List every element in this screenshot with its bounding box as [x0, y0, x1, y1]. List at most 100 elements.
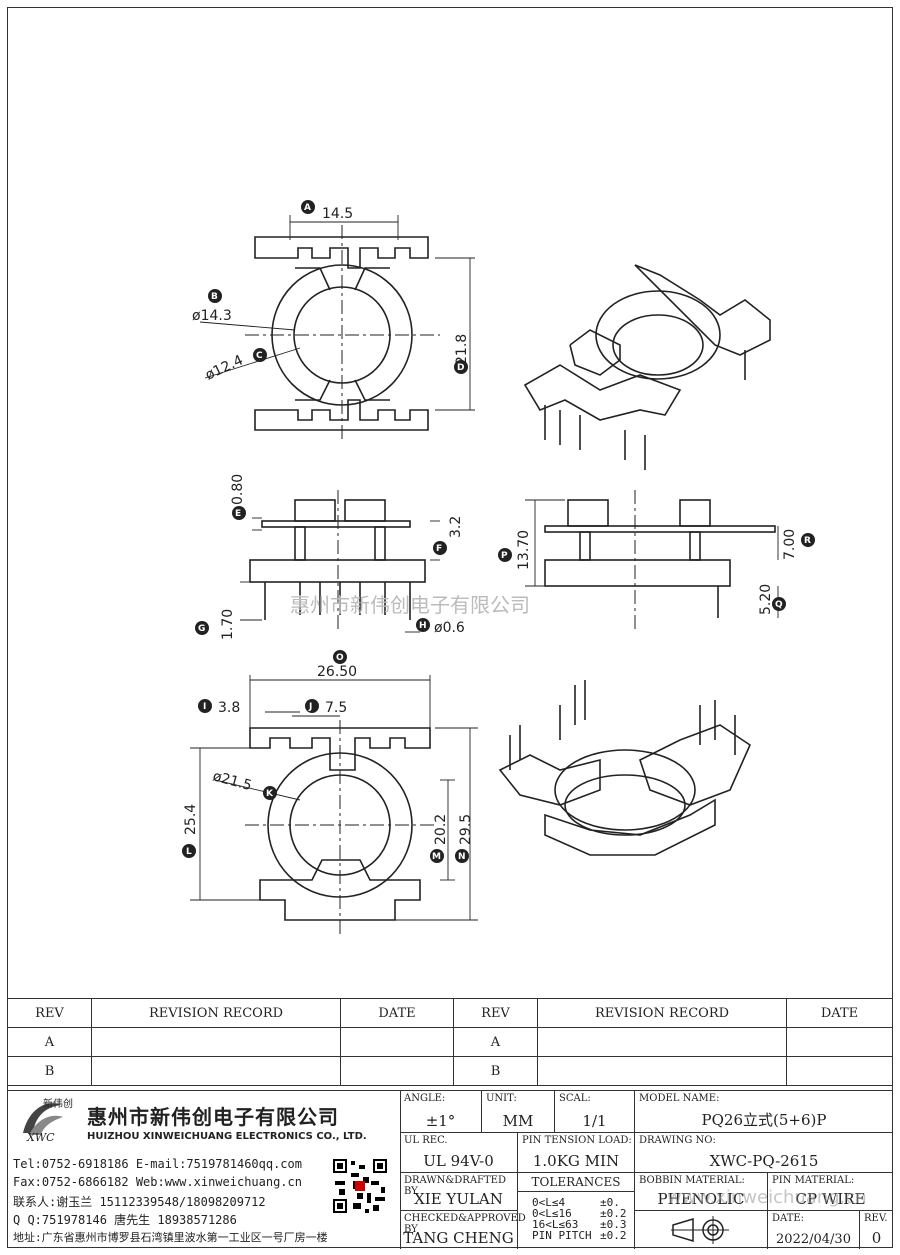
svg-text:20.2: 20.2: [433, 814, 449, 845]
angle-cell: ANGLE: ±1°: [400, 1091, 482, 1133]
company-name-cn: 惠州市新伟创电子有限公司: [87, 1105, 339, 1129]
drawn-label: DRAWN&DRAFTED BY: [404, 1175, 506, 1197]
checked-value: TANG CHENG: [403, 1229, 514, 1247]
checked-cell: CHECKED&APPROVED BY TANG CHENG: [400, 1211, 526, 1249]
date-header: DATE: [786, 998, 893, 1028]
angle-label: ANGLE:: [404, 1093, 446, 1104]
svg-text:P: P: [501, 551, 508, 561]
unit-cell: UNIT: MM: [482, 1091, 555, 1133]
svg-text:A: A: [304, 203, 311, 213]
model-label: MODEL NAME:: [639, 1093, 720, 1104]
tolerance-row: PIN PITCH±0.2: [532, 1229, 627, 1242]
title-block: 新伟创 XWC 惠州市新伟创电子有限公司 HUIZHOU XINWEICHUAN…: [7, 1090, 893, 1249]
tolerance-row: 0<L≤4±0.: [532, 1196, 620, 1209]
svg-text:26.50: 26.50: [317, 664, 357, 680]
contact: 联系人:谢玉兰 15112339548/18098209712: [13, 1195, 266, 1209]
svg-text:0.80: 0.80: [230, 474, 246, 505]
checked-label: CHECKED&APPROVED BY: [404, 1213, 526, 1235]
address: 地址:广东省惠州市博罗县石湾镇里波水第一工业区一号厂房一楼: [13, 1231, 328, 1244]
pin-label: PIN MATERIAL:: [772, 1175, 855, 1186]
logo-en-text: XWC: [27, 1131, 55, 1144]
revision-table: REV REVISION RECORD DATE REV REVISION RE…: [7, 998, 893, 1086]
svg-text:N: N: [458, 852, 466, 862]
svg-text:3.2: 3.2: [448, 516, 464, 538]
revision-record-header: REVISION RECORD: [537, 998, 787, 1028]
svg-text:7.00: 7.00: [782, 529, 798, 560]
svg-text:C: C: [256, 351, 263, 361]
rev-value: 0: [871, 1229, 882, 1247]
side-view-right: [544, 490, 776, 630]
date-cell: [786, 1027, 893, 1057]
tolerances-cell: TOLERANCES 0<L≤4±0. 0<L≤16±0.2 16<L≤63±0…: [518, 1173, 635, 1249]
svg-text:J: J: [308, 702, 312, 712]
rev-cell: A: [453, 1027, 538, 1057]
svg-text:3.8: 3.8: [218, 700, 240, 716]
record-cell: [537, 1056, 787, 1086]
record-cell: [91, 1056, 341, 1086]
scal-value: 1/1: [582, 1112, 607, 1130]
iso-view-1: [523, 264, 771, 470]
angle-value: ±1°: [425, 1112, 456, 1130]
svg-text:21.8: 21.8: [454, 334, 470, 365]
scal-label: SCAL:: [559, 1093, 591, 1104]
company-logo-icon: [23, 1103, 63, 1135]
svg-text:O: O: [336, 653, 344, 663]
svg-text:E: E: [235, 509, 241, 519]
tolerance-row: 16<L≤63±0.3: [532, 1218, 627, 1231]
ul-cell: UL REC. UL 94V-0: [400, 1133, 518, 1173]
iso-view-2: [498, 680, 752, 856]
svg-text:14.5: 14.5: [322, 206, 353, 222]
pin-tension-cell: PIN TENSION LOAD: 1.0KG MIN: [518, 1133, 635, 1173]
pin-tension-value: 1.0KG MIN: [532, 1152, 620, 1170]
qq: Q Q:751978146 唐先生 18938571286: [13, 1213, 237, 1227]
qr-code-icon: [331, 1157, 389, 1215]
tolerance-list: 0<L≤4±0. 0<L≤16±0.2 16<L≤63±0.3 PIN PITC…: [532, 1197, 627, 1241]
rev-cell: B: [7, 1056, 92, 1086]
drawing-value: XWC-PQ-2615: [709, 1152, 819, 1170]
company-name-en: HUIZHOU XINWEICHUANG ELECTRONICS CO., LT…: [87, 1131, 367, 1142]
scal-cell: SCAL: 1/1: [555, 1091, 635, 1133]
dimension-texts: 14.5 ø14.3 ø12.4 21.8 0.80 3.2 1.70 ø0.6…: [183, 206, 798, 845]
bobbin-label: BOBBIN MATERIAL:: [639, 1175, 745, 1186]
date-cell: DATE: 2022/04/30: [768, 1211, 860, 1249]
svg-text:R: R: [804, 536, 811, 546]
svg-text:F: F: [436, 544, 442, 554]
record-cell: [537, 1027, 787, 1057]
date-label: DATE:: [772, 1213, 805, 1224]
svg-text:K: K: [266, 789, 274, 799]
side-view-left: [249, 490, 426, 630]
svg-text:29.5: 29.5: [458, 814, 474, 845]
pin-material-cell: PIN MATERIAL: CP WIRE: [768, 1173, 893, 1211]
logo-cn-text: 新伟创: [43, 1099, 73, 1110]
date-value: 2022/04/30: [776, 1232, 851, 1247]
rev-header: REV: [7, 998, 92, 1028]
drawn-value: XIE YULAN: [414, 1190, 503, 1208]
svg-text:Q: Q: [775, 600, 783, 610]
top-view: [245, 225, 440, 440]
ul-value: UL 94V-0: [423, 1152, 494, 1170]
svg-text:H: H: [419, 621, 427, 631]
drawing-no-cell: DRAWING NO: XWC-PQ-2615: [635, 1133, 893, 1173]
svg-text:D: D: [457, 363, 464, 373]
unit-value: MM: [502, 1112, 534, 1130]
bobbin-value: PHENOLIC: [657, 1190, 745, 1208]
pin-value: CP WIRE: [795, 1190, 866, 1208]
rev-header: REV: [453, 998, 538, 1028]
ul-label: UL REC.: [404, 1135, 448, 1146]
svg-text:1.70: 1.70: [220, 609, 236, 640]
drawing-label: DRAWING NO:: [639, 1135, 716, 1146]
rev-cell: REV. 0: [860, 1211, 893, 1249]
svg-text:7.5: 7.5: [325, 700, 347, 716]
label-circles: A B C D E F G H P R Q O I J K L M N: [182, 200, 815, 863]
date-cell: [340, 1056, 454, 1086]
date-cell: [340, 1027, 454, 1057]
date-header: DATE: [340, 998, 454, 1028]
rev-cell: A: [7, 1027, 92, 1057]
rev-label: REV.: [864, 1213, 888, 1224]
company-info: 新伟创 XWC 惠州市新伟创电子有限公司 HUIZHOU XINWEICHUAN…: [7, 1091, 401, 1249]
svg-text:G: G: [198, 624, 205, 634]
dimension-lines: [190, 215, 779, 921]
svg-text:ø21.5: ø21.5: [211, 768, 254, 794]
technical-drawing: A B C D E F G H P R Q O I J K L M N 14.5…: [182, 200, 815, 935]
projection-symbol-icon: [671, 1216, 729, 1244]
